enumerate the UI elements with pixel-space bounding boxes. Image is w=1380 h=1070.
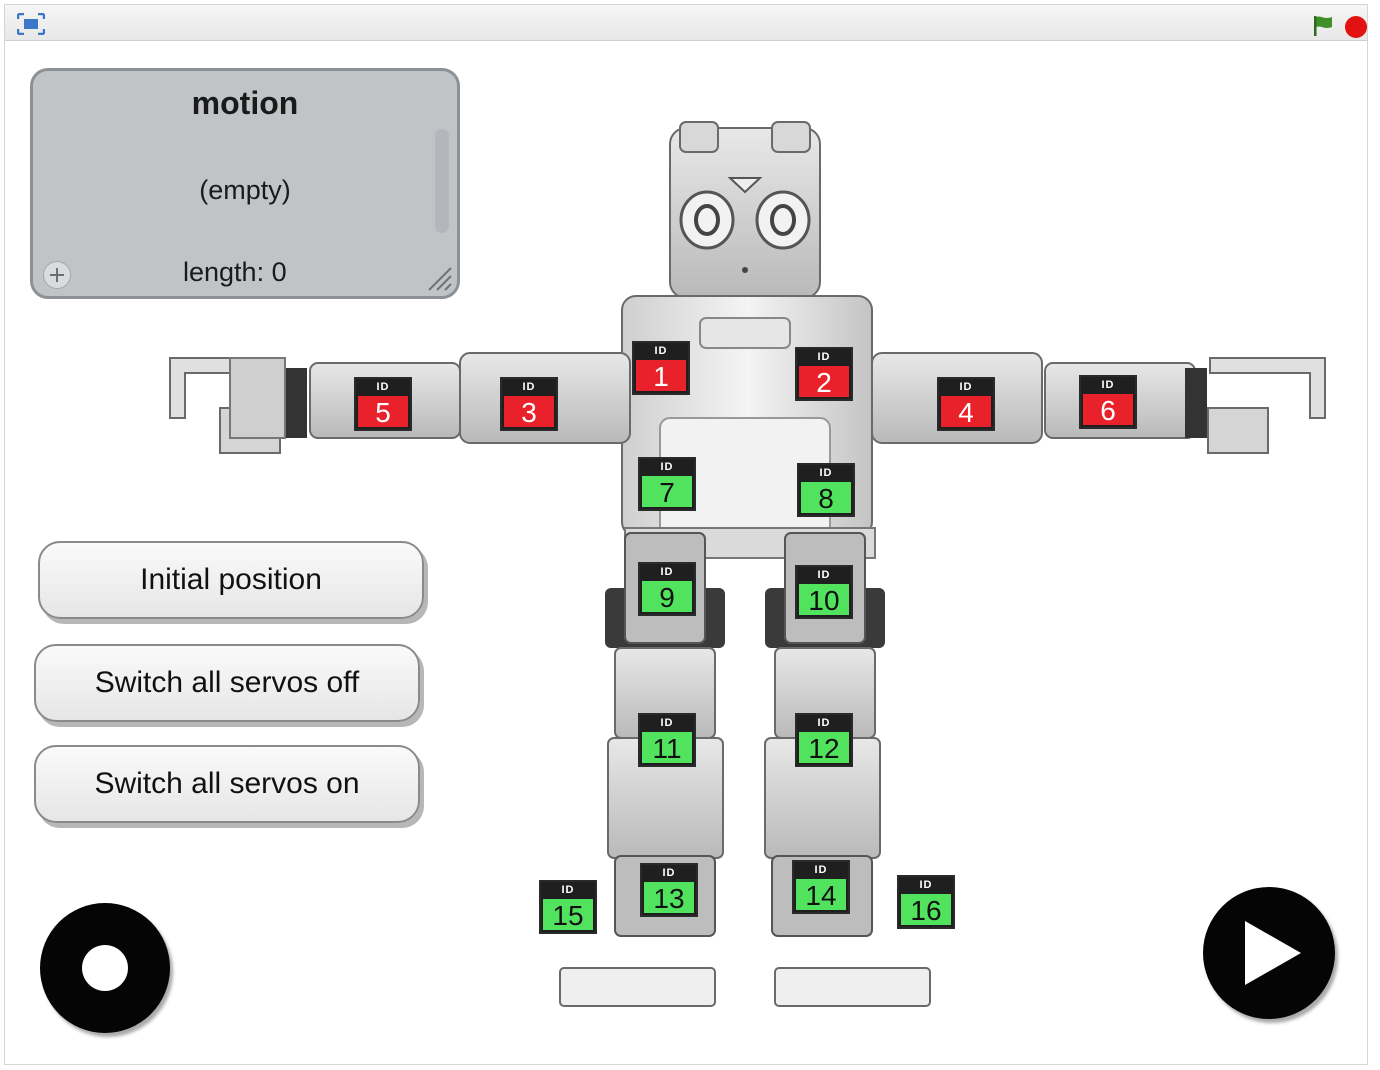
servo-id-label: ID [919,879,933,891]
servo-id-label: ID [660,566,674,578]
servo-id-label: ID [660,717,674,729]
servo-16[interactable]: ID 16 [897,875,955,929]
resize-handle-icon[interactable] [425,264,453,292]
servo-number: 10 [799,584,849,616]
servo-6[interactable]: ID 6 [1079,375,1137,429]
switch-servos-off-button[interactable]: Switch all servos off [34,644,420,722]
servo-id-label: ID [1101,379,1115,391]
servo-4[interactable]: ID 4 [937,377,995,431]
robot-head [669,121,821,299]
servo-2[interactable]: ID 2 [795,347,853,401]
servo-number: 8 [801,482,851,514]
servo-10[interactable]: ID 10 [795,565,853,619]
list-length: length: 0 [183,257,287,287]
initial-position-button[interactable]: Initial position [38,541,424,619]
servo-number: 1 [636,360,686,392]
servo-id-label: ID [660,461,674,473]
servo-number: 7 [642,476,692,508]
list-title: motion [191,85,299,121]
servo-number: 12 [799,732,849,764]
servo-id-label: ID [654,345,668,357]
servo-number: 14 [796,879,846,911]
servo-id-label: ID [959,381,973,393]
servo-9[interactable]: ID 9 [638,562,696,616]
stop-icon[interactable] [1345,16,1367,38]
servo-number: 5 [358,396,408,428]
servo-number: 11 [642,732,692,764]
servo-1[interactable]: ID 1 [632,341,690,395]
servo-id-label: ID [561,884,575,896]
servo-8[interactable]: ID 8 [797,463,855,517]
servo-id-label: ID [817,569,831,581]
servo-number: 2 [799,366,849,398]
servo-number: 9 [642,581,692,613]
servo-id-label: ID [522,381,536,393]
servo-7[interactable]: ID 7 [638,457,696,511]
servo-number: 16 [901,894,951,926]
stage-toolbar [4,4,1368,41]
servo-id-label: ID [817,351,831,363]
servo-number: 6 [1083,394,1133,426]
add-item-icon[interactable] [43,261,71,289]
servo-11[interactable]: ID 11 [638,713,696,767]
list-empty-text: (empty) [199,175,291,205]
record-button[interactable] [40,903,170,1033]
servo-id-label: ID [662,867,676,879]
switch-servos-on-button[interactable]: Switch all servos on [34,745,420,823]
servo-14[interactable]: ID 14 [792,860,850,914]
servo-id-label: ID [819,467,833,479]
servo-number: 4 [941,396,991,428]
servo-id-label: ID [814,864,828,876]
servo-number: 15 [543,899,593,931]
fullscreen-icon[interactable] [17,13,45,35]
list-monitor-motion: motion (empty) length: 0 [30,68,460,299]
servo-number: 13 [644,882,694,914]
servo-5[interactable]: ID 5 [354,377,412,431]
servo-12[interactable]: ID 12 [795,713,853,767]
servo-15[interactable]: ID 15 [539,880,597,934]
list-scrollbar[interactable] [435,129,449,233]
servo-13[interactable]: ID 13 [640,863,698,917]
servo-number: 3 [504,396,554,428]
play-button[interactable] [1203,887,1335,1019]
servo-id-label: ID [817,717,831,729]
green-flag-icon[interactable] [1311,15,1335,37]
servo-id-label: ID [376,381,390,393]
servo-3[interactable]: ID 3 [500,377,558,431]
